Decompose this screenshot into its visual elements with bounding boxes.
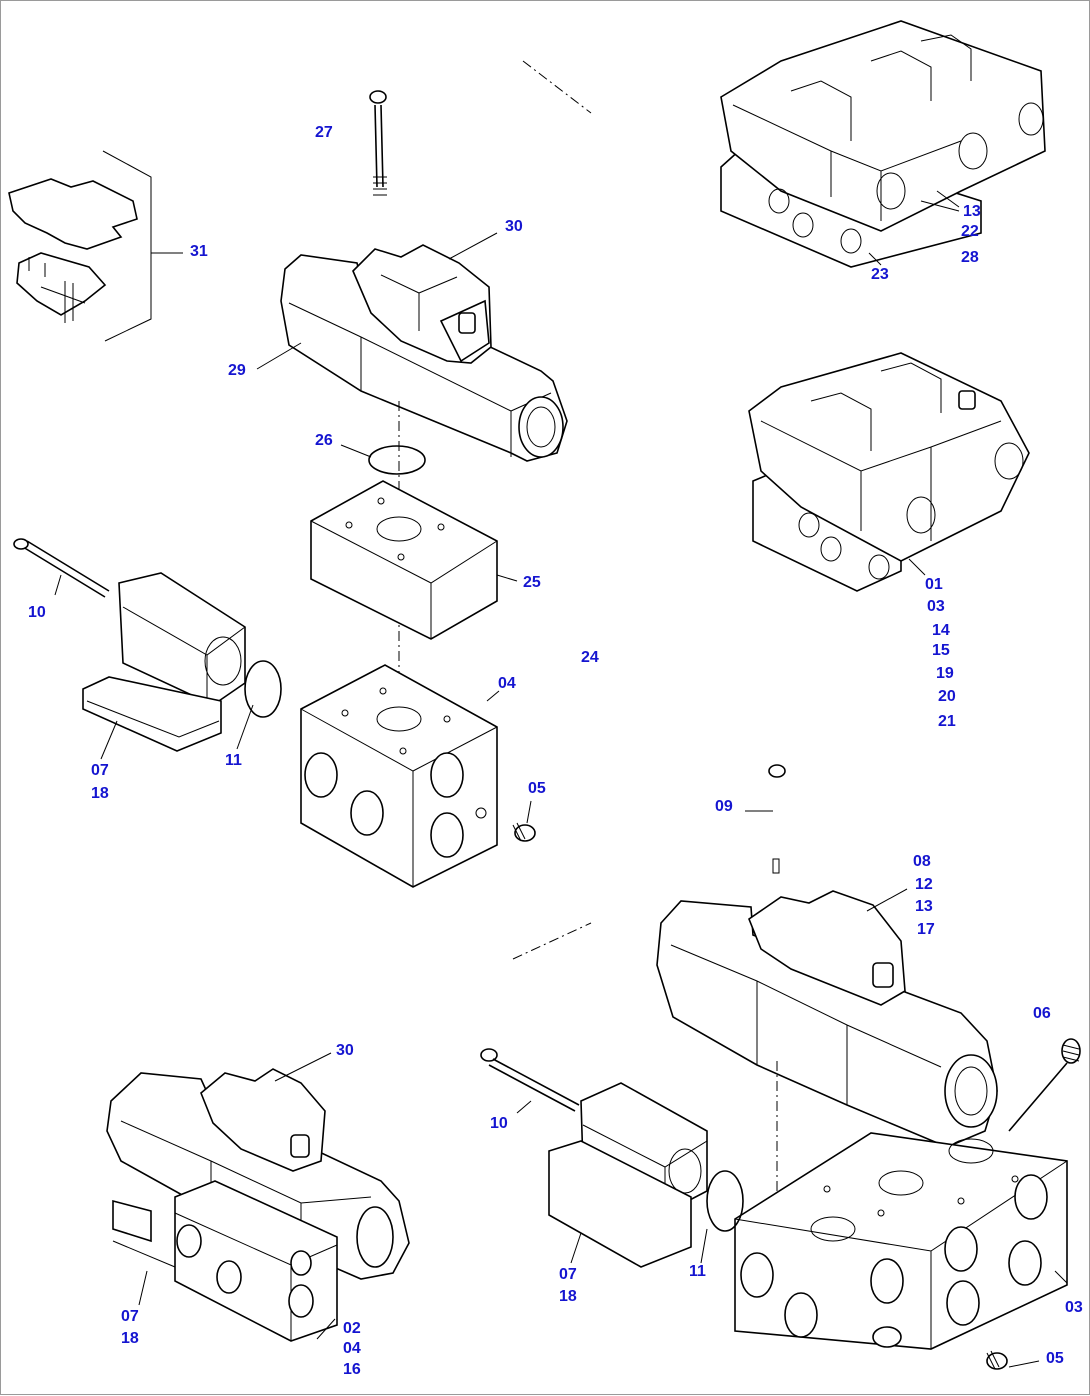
leader-lines (54, 190, 1068, 1368)
callout-03[interactable]: 03 (927, 598, 945, 615)
callout-17[interactable]: 17 (917, 921, 935, 938)
callout-10-b[interactable]: 10 (490, 1115, 508, 1132)
callout-24[interactable]: 24 (581, 649, 599, 666)
callout-18[interactable]: 18 (91, 785, 109, 802)
callout-11[interactable]: 11 (225, 752, 242, 769)
connector-cover-assembly (8, 150, 152, 342)
callout-09[interactable]: 09 (715, 798, 733, 815)
callout-14[interactable]: 14 (932, 622, 950, 639)
callout-21[interactable]: 21 (938, 713, 956, 730)
valve-block-03 (734, 1132, 1068, 1350)
valve-bank-top (720, 20, 1046, 268)
solenoid-valve-bottom-right (656, 890, 998, 1148)
callout-26[interactable]: 26 (315, 432, 333, 449)
callout-27[interactable]: 27 (315, 124, 333, 141)
leader-dash-top (522, 60, 592, 114)
valve-bank-middle (748, 352, 1030, 592)
callout-13-b[interactable]: 13 (915, 898, 933, 915)
o-ring-26 (368, 445, 426, 475)
callout-23[interactable]: 23 (871, 266, 889, 283)
callout-18-b[interactable]: 18 (559, 1288, 577, 1305)
nut-09 (745, 764, 786, 874)
callout-18-c[interactable]: 18 (121, 1330, 139, 1347)
callout-30-b[interactable]: 30 (336, 1042, 354, 1059)
callout-05-b[interactable]: 05 (1046, 1350, 1064, 1367)
callout-13[interactable]: 13 (963, 203, 981, 220)
callout-11-b[interactable]: 11 (689, 1263, 706, 1280)
valve-block-04 (300, 664, 498, 888)
screw-06 (1008, 1038, 1081, 1132)
callout-30[interactable]: 30 (505, 218, 523, 235)
callout-10[interactable]: 10 (28, 604, 46, 621)
screw-27 (369, 90, 387, 196)
callout-03-b[interactable]: 03 (1065, 1299, 1083, 1316)
solenoid-valve-29 (280, 244, 568, 462)
callout-20[interactable]: 20 (938, 688, 956, 705)
callout-19[interactable]: 19 (936, 665, 954, 682)
solenoid-coil-bottom (480, 1048, 744, 1268)
callout-07-b[interactable]: 07 (559, 1266, 577, 1283)
callout-02[interactable]: 02 (343, 1320, 361, 1337)
callout-29[interactable]: 29 (228, 362, 246, 379)
plug-05-a (512, 822, 536, 842)
callout-31[interactable]: 31 (190, 243, 208, 260)
callout-28[interactable]: 28 (961, 249, 979, 266)
valve-stack-bottom-left (106, 1068, 410, 1342)
callout-07-c[interactable]: 07 (121, 1308, 139, 1325)
callout-04[interactable]: 04 (498, 675, 516, 692)
callout-04-b[interactable]: 04 (343, 1340, 361, 1357)
callout-07[interactable]: 07 (91, 762, 109, 779)
callout-15[interactable]: 15 (932, 642, 950, 659)
plug-05-b (986, 1350, 1008, 1370)
callout-12[interactable]: 12 (915, 876, 933, 893)
spacer-block-25 (310, 480, 498, 640)
callout-22[interactable]: 22 (961, 223, 979, 240)
callout-16[interactable]: 16 (343, 1361, 361, 1378)
leader-dash-mid (512, 922, 592, 960)
callout-01[interactable]: 01 (925, 576, 943, 593)
callout-06[interactable]: 06 (1033, 1005, 1051, 1022)
callout-05[interactable]: 05 (528, 780, 546, 797)
callout-25[interactable]: 25 (523, 574, 541, 591)
callout-08[interactable]: 08 (913, 853, 931, 870)
solenoid-coil-left (13, 538, 282, 752)
